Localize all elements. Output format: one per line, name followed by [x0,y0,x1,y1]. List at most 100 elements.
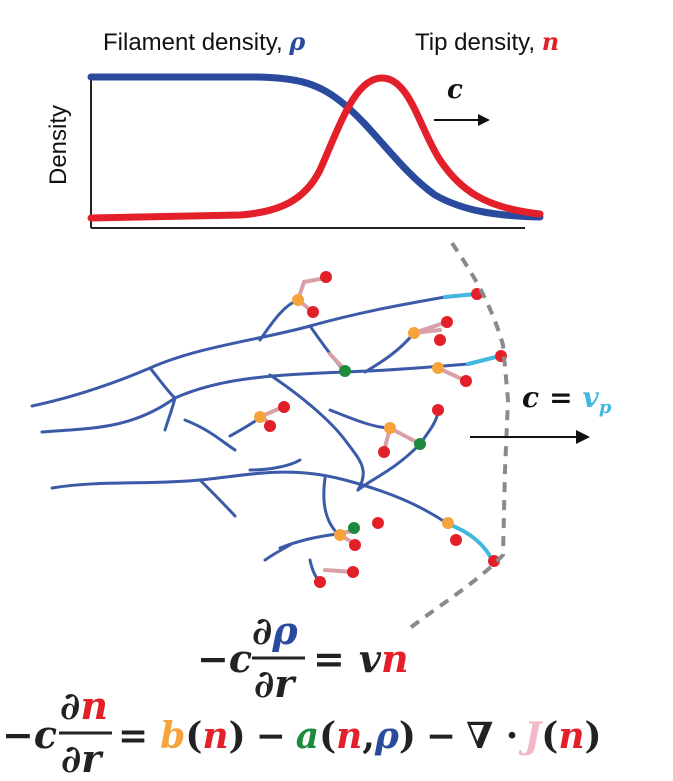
eq2-rhs: =b(n)−a(n,ρ)−∇ ·J(n) [118,715,602,757]
filament-main-2 [40,362,470,434]
diffusion-1 [296,276,327,302]
eq1-num-d: ∂ [252,608,272,653]
tip-node [450,534,462,546]
speed-rhs-sub: p [599,397,612,418]
filament-branch-12 [248,458,302,472]
filament-branch-14 [278,532,340,550]
eq2-nabla: ∇ · [466,715,518,757]
tip-node [278,401,290,413]
eq2-minus: − [2,712,34,757]
filament-branch-17 [183,418,237,452]
eq1-minus-c: −c [197,636,252,681]
annihilation-node [414,438,426,450]
filament-branch-11 [198,478,237,518]
eq2-a-n: n [336,715,362,757]
filament-branch-16 [263,543,292,562]
filament-branch-1 [148,366,177,400]
eq2-b-close: ) [229,715,246,757]
legend-filament: Filament density, ρ [103,27,306,56]
protrusion-segments [443,292,502,562]
tip-node [372,517,384,529]
eq2-J-n: n [558,715,584,757]
tip-node [347,566,359,578]
filament-branch-13 [322,476,340,536]
eq1-numerator: ∂ρ [252,608,298,653]
tip-density-curve [87,74,544,222]
eq2-J: J [518,715,543,757]
eq2-minus3: − [426,715,456,757]
eq2-b-n: n [202,715,228,757]
eq2-a-open: ( [319,715,336,757]
speed-arrow-head [576,430,590,444]
tip-node [378,446,390,458]
eq2-a: a [296,715,319,757]
eq2-a-close: ) [399,715,416,757]
eq2-b: b [160,715,185,757]
network-nodes [254,271,507,588]
speed-arrow: c = vp [470,381,612,444]
eq1-n: n [381,636,409,681]
legend-tip-text: Tip density, [415,29,542,56]
eq1-c: c [229,636,252,681]
tip-node [488,555,500,567]
filament-main-1 [30,295,447,408]
eq2-num-d: ∂ [60,683,80,728]
speed-lhs: c [522,381,539,414]
protrusion-2 [466,354,502,366]
tip-node [434,334,446,346]
eq1-denominator: ∂r [254,661,297,706]
equation-1: −c ∂ρ ∂r = vn [197,608,409,706]
filament-branch-2 [163,396,177,432]
annihilation-node [348,522,360,534]
branch-node [432,362,444,374]
leading-front [408,241,511,630]
filament-density-curve [87,73,544,221]
speed-rhs: v [583,381,600,414]
filament-main-3 [50,470,450,526]
eq2-b-open: ( [185,715,202,757]
filament-branch-5 [268,373,365,492]
tip-node [349,539,361,551]
tip-node [264,420,276,432]
filament-branch-8 [328,408,392,430]
plot-arrow-head [478,114,490,126]
tip-node [441,316,453,328]
filament-branch-10 [356,442,422,492]
tip-node [314,576,326,588]
diffusion-segments [260,276,468,584]
eq2-c: c [34,712,57,757]
eq1-equals: = [313,636,345,681]
eq2-a-rho: ρ [374,715,400,757]
density-plot: Filament density, ρ Tip density, n Densi… [45,27,559,229]
eq2-minus2: − [256,715,286,757]
branch-node [254,411,266,423]
legend-tip: Tip density, n [415,27,559,56]
branch-node [292,294,304,306]
eq1-minus: − [197,636,229,681]
legend-filament-text: Filament density, [103,29,289,56]
eq2-equals: = [118,715,148,757]
equation-2: −c ∂n ∂r =b(n)−a(n,ρ)−∇ ·J(n) [2,683,602,781]
protrusion-3 [446,522,494,562]
eq2-a-comma: , [362,715,375,757]
tip-node [307,306,319,318]
eq2-minus-c: −c [2,712,57,757]
eq1-v: v [359,636,382,681]
eq1-rhs: = vn [313,636,409,681]
filament-network [30,295,470,584]
branch-node [334,529,346,541]
eq2-numerator: ∂n [60,683,108,728]
branch-node [442,517,454,529]
protrusion-1 [443,292,478,299]
eq2-J-close: ) [585,715,602,757]
speed-eq: = [549,381,572,414]
legend-filament-symbol: ρ [288,27,306,56]
tip-node [432,404,444,416]
legend-tip-symbol: n [542,27,559,56]
filament-branch-7 [363,331,416,374]
branch-node [408,327,420,339]
tip-node [460,375,472,387]
plot-arrow-label: c [447,75,463,105]
eq1-num-var: ρ [271,608,298,653]
